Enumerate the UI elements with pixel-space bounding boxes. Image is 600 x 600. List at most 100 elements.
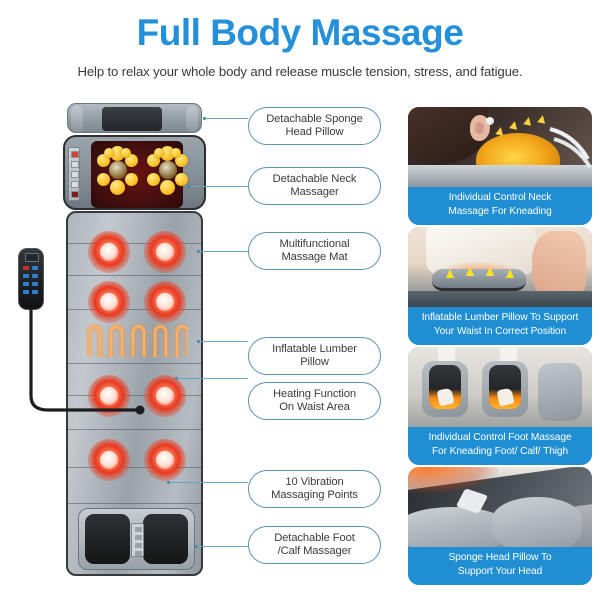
calf-shape [500, 347, 517, 365]
massage-mat-part [66, 211, 203, 576]
callout-line-2: /Calf Massager [277, 545, 352, 557]
remote-button[interactable] [32, 274, 38, 278]
page-subtitle: Help to relax your whole body and releas… [77, 64, 523, 79]
callout-line-2: Massager [290, 186, 339, 198]
callout-line-2: On Waist Area [279, 401, 350, 413]
feature-photo-foot-kneading [408, 347, 592, 427]
callout-line-1: Inflatable Lumber [272, 342, 357, 355]
vibration-node [88, 439, 130, 481]
callout-neck-massager[interactable]: Detachable Neck Massager [248, 167, 381, 205]
device-base [408, 165, 592, 187]
anchor-dot [167, 481, 170, 484]
caption-line-1: Individual Control Neck [448, 192, 552, 203]
leader-line [177, 378, 248, 379]
kneading-hub-right [159, 161, 177, 179]
panel-led-5 [71, 191, 79, 198]
leader-line [199, 251, 248, 252]
callout-head-pillow[interactable]: Detachable Sponge Head Pillow [248, 107, 381, 145]
kneading-hub-left [109, 161, 127, 179]
neck-massager-part [63, 135, 206, 210]
anchor-dot [203, 117, 206, 120]
ear-shape [470, 115, 490, 141]
feature-photo-neck-kneading [408, 107, 592, 187]
heating-coil [87, 325, 188, 357]
remote-button[interactable] [32, 282, 38, 286]
feature-caption: Individual Control Foot Massage For Knea… [408, 427, 592, 465]
feature-card-lumbar-support[interactable]: Inflatable Lumber Pillow To Support Your… [408, 227, 592, 345]
caption-line-1: Inflatable Lumber Pillow To Support [421, 312, 579, 323]
leader-line [197, 546, 248, 547]
caption-line-2: Massage For Kneading [448, 206, 552, 217]
callout-foot-massager[interactable]: Detachable Foot /Calf Massager [248, 526, 381, 564]
feature-photo-head-support [408, 467, 592, 547]
feature-card-neck-kneading[interactable]: Individual Control Neck Massage For Knea… [408, 107, 592, 225]
remote-power-button[interactable] [23, 266, 29, 270]
feature-caption: Inflatable Lumber Pillow To Support Your… [408, 307, 592, 345]
remote-button[interactable] [32, 290, 38, 294]
callout-heating-function[interactable]: Heating Function On Waist Area [248, 382, 381, 420]
foot-massager-part [78, 508, 195, 570]
foot-pocket-left [85, 514, 130, 564]
callout-massage-mat[interactable]: Multifunctional Massage Mat [248, 232, 381, 270]
vibration-node [144, 375, 186, 417]
lumbar-pillow-shape [432, 269, 526, 291]
remote-button[interactable] [23, 282, 29, 286]
neck-control-panel [68, 147, 80, 201]
callout-line-1: Detachable Sponge [266, 112, 363, 125]
callout-line-2: Head Pillow [285, 126, 344, 138]
product-illustration [52, 103, 217, 576]
leader-line [199, 341, 248, 342]
earring-shape [486, 117, 494, 125]
panel-led-3 [71, 171, 79, 178]
callout-line-1: Heating Function [273, 387, 356, 400]
callout-lumbar-pillow[interactable]: Inflatable Lumber Pillow [248, 337, 381, 375]
remote-display [25, 253, 39, 262]
remote-button[interactable] [32, 266, 38, 270]
remote-cord [29, 308, 145, 415]
callout-line-1: Multifunctional [279, 237, 350, 250]
caption-line-2: Your Waist In Correct Position [433, 326, 567, 337]
callout-vibration-points[interactable]: 10 Vibration Massaging Points [248, 470, 381, 508]
panel-led-2 [71, 161, 79, 168]
feature-caption: Individual Control Neck Massage For Knea… [408, 187, 592, 225]
vibration-node [144, 281, 186, 323]
remote-controller[interactable] [18, 248, 44, 310]
feature-caption: Sponge Head Pillow To Support Your Head [408, 547, 592, 585]
leader-line [169, 482, 248, 483]
anchor-dot [188, 185, 191, 188]
caption-line-2: Support Your Head [457, 566, 543, 577]
anchor-dot [195, 545, 198, 548]
kneading-node-cluster-left [97, 146, 139, 195]
foot-pod-left [422, 361, 468, 417]
vibration-node [144, 231, 186, 273]
vibration-node [88, 281, 130, 323]
remote-button[interactable] [23, 274, 29, 278]
foot-control-panel [131, 523, 144, 557]
callout-line-2: Massage Mat [281, 251, 348, 263]
vibration-node [144, 439, 186, 481]
panel-led-1 [71, 151, 79, 158]
callout-line-2: Massaging Points [271, 489, 358, 501]
caption-line-1: Sponge Head Pillow To [448, 552, 552, 563]
caption-line-1: Individual Control Foot Massage [428, 432, 572, 443]
foot-pod-right [482, 361, 528, 417]
head-pillow-cap-right [186, 106, 198, 132]
callout-line-2: Pillow [300, 356, 329, 368]
remote-button[interactable] [23, 290, 29, 294]
device-side-panel [538, 363, 582, 421]
leader-line [205, 118, 248, 119]
foot-pocket-right [143, 514, 188, 564]
anchor-dot [175, 377, 178, 380]
anchor-dot [197, 340, 200, 343]
feature-card-head-support[interactable]: Sponge Head Pillow To Support Your Head [408, 467, 592, 585]
page-title: Full Body Massage [136, 12, 464, 53]
panel-led-4 [71, 181, 79, 188]
feature-card-foot-kneading[interactable]: Individual Control Foot Massage For Knea… [408, 347, 592, 465]
head-pillow-cap-left [71, 106, 83, 132]
device-base [408, 291, 592, 307]
head-heat-glow [408, 467, 498, 493]
caption-line-2: For Kneading Foot/ Calf/ Thigh [431, 446, 569, 457]
calf-shape [438, 347, 455, 365]
vibration-node [88, 231, 130, 273]
